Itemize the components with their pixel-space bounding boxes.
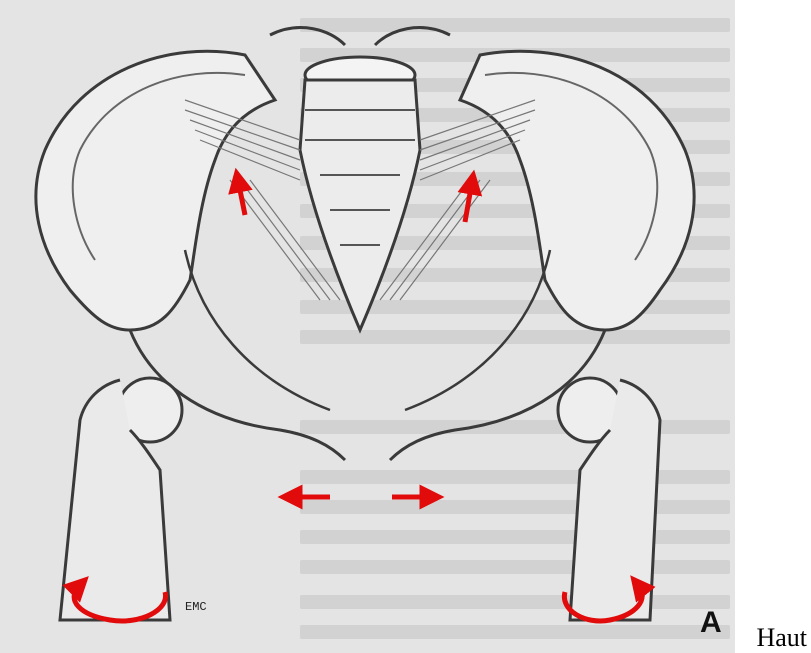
caption-text: Haut [756, 623, 807, 653]
emc-label: EMC [185, 600, 207, 614]
pelvis-illustration [0, 0, 735, 653]
panel-letter: A [700, 606, 722, 640]
up-arrow-icon [465, 182, 472, 222]
scanned-textbook-figure: EMC A [0, 0, 735, 653]
right-iliac-wing [460, 51, 694, 330]
sacrum [300, 80, 420, 330]
